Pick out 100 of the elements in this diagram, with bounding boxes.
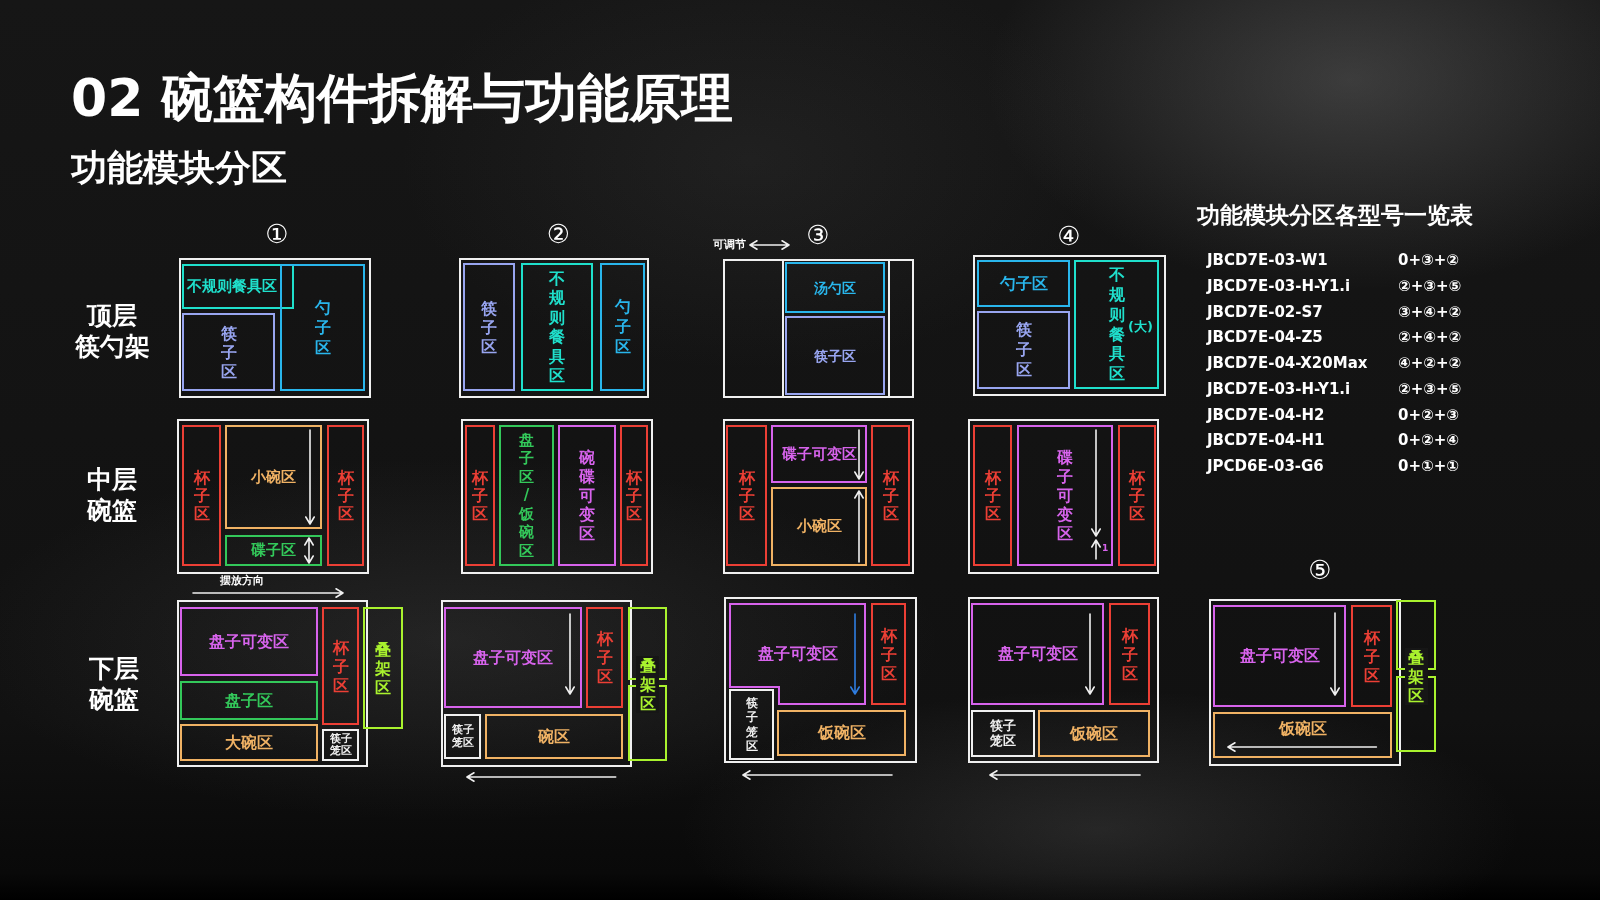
zone-label: 筷子笼区 [451,724,474,749]
zone-label: 杯子区 [596,629,613,686]
zone-label: 不规则餐具区 [1108,265,1125,384]
section-heading: 功能模块分区 [71,147,287,189]
zone-label: 叠架区 [636,655,659,713]
zone-label: 杯子区 [1363,627,1380,685]
zone-box [180,681,318,720]
model-code: JBCD7E-04-H1 [1207,432,1325,450]
rack-frame [968,419,1159,574]
row-label: 下层碗篮 [89,653,141,715]
zone-label: 杯子区 [1121,625,1138,683]
rack-frame [723,419,914,574]
zone-box [628,607,667,761]
zone-label: 杯子区 [337,468,354,523]
column-number: ② [546,221,571,247]
rack-frame [973,255,1166,396]
column-number: ① [265,221,289,247]
zone-label: 筷子笼区 [329,732,352,758]
zone-label: 碗区 [538,728,570,745]
rack-frame [179,258,371,398]
zone-label: 碟子可变区 [1056,448,1074,543]
zone-box [871,603,906,705]
zone-box [225,425,322,529]
rack-frame [441,600,632,767]
zone-label: 盘子可变区 [1239,648,1320,664]
column-number: ⑤ [1308,557,1332,583]
zone-box [327,425,364,566]
zone-box [521,263,593,391]
arrow-caption: 可调节 [713,238,746,252]
zone-box [1038,710,1150,757]
zone-label: 勺子区 [614,297,631,357]
zone-box [1213,605,1346,707]
zone-box [182,313,275,391]
zone-label: 碟子区 [251,543,296,558]
zone-combination: ④+②+② [1398,355,1462,373]
zone-label: 饭碗区 [1278,721,1327,737]
model-code: JPCD6E-03-G6 [1207,458,1324,476]
zone-box [1213,712,1392,758]
column-number: ③ [806,222,830,248]
rack-frame [459,258,649,398]
zone-label: (大) [1128,320,1153,333]
rack-frame [724,597,917,763]
zone-label: 碟子可变区 [781,446,857,462]
zone-label: 筷子区 [480,298,498,356]
zone-box [620,425,648,566]
rack-frame [968,597,1159,763]
zone-box [322,729,359,761]
model-code: JBCD7E-04-Z5 [1207,329,1323,347]
zone-label: 饭碗区 [1070,725,1118,742]
rack-frame [177,419,369,574]
zone-combination: ②+④+② [1398,329,1462,347]
zone-label: 盘子可变区 [209,633,289,650]
zone-box [1351,605,1392,707]
zone-label: 筷子区 [1015,320,1032,380]
zone-box [771,487,867,566]
zone-label: 勺子区 [314,297,331,358]
rack-frame [723,259,914,398]
zone-box [1074,260,1159,389]
zone-label: 杯子区 [882,468,899,523]
zone-label: 杯子区 [1128,468,1146,523]
zone-box [1396,600,1436,752]
zone-label: 杯子区 [738,468,755,523]
zone-box [485,714,623,759]
zone-label: 杯子区 [471,468,489,523]
model-code: JBCD7E-04-H2 [1207,406,1325,425]
zone-label: 杯子区 [332,637,349,695]
zone-box [871,425,910,566]
arrow-caption: 摆放方向 [220,574,264,588]
zone-box [729,689,774,760]
zone-combination: 0+②+③ [1398,406,1459,425]
rack-frame [1209,599,1401,766]
zone-box [726,425,767,566]
zone-box [182,264,294,309]
zone-label: 盘子可变区 [997,646,1078,662]
zone-box [785,262,885,313]
zone-label: 筷子区 [814,348,856,363]
zone-box [1109,603,1150,705]
row-label: 中层碗篮 [87,464,139,526]
zone-box [977,311,1070,389]
zone-label: 1 [1102,544,1109,553]
model-code: JBCD7E-03-W1 [1207,252,1328,270]
zone-label: 小碗区 [796,519,842,534]
zone-box [180,607,318,676]
zone-box [973,425,1012,566]
zone-label: 大碗区 [225,734,273,751]
model-code: JBCD7E-04-X20Max [1207,355,1368,373]
zone-box [499,425,554,566]
zone-label: 筷子区 [220,323,237,381]
slide-title: 02 碗篮构件拆解与功能原理 [71,69,734,129]
zone-box [444,714,481,759]
zone-box [280,264,365,391]
zone-label: 不规则餐具区 [187,279,277,294]
zone-combination: ③+④+② [1398,303,1462,322]
zone-label: 盘子可变区 [473,649,553,666]
zone-box [465,425,495,566]
zone-box [785,316,885,395]
zone-box [777,710,906,756]
zone-label: 盘子区 [225,692,273,709]
zone-combination: ②+③+⑤ [1398,278,1462,296]
zone-box [586,607,623,708]
